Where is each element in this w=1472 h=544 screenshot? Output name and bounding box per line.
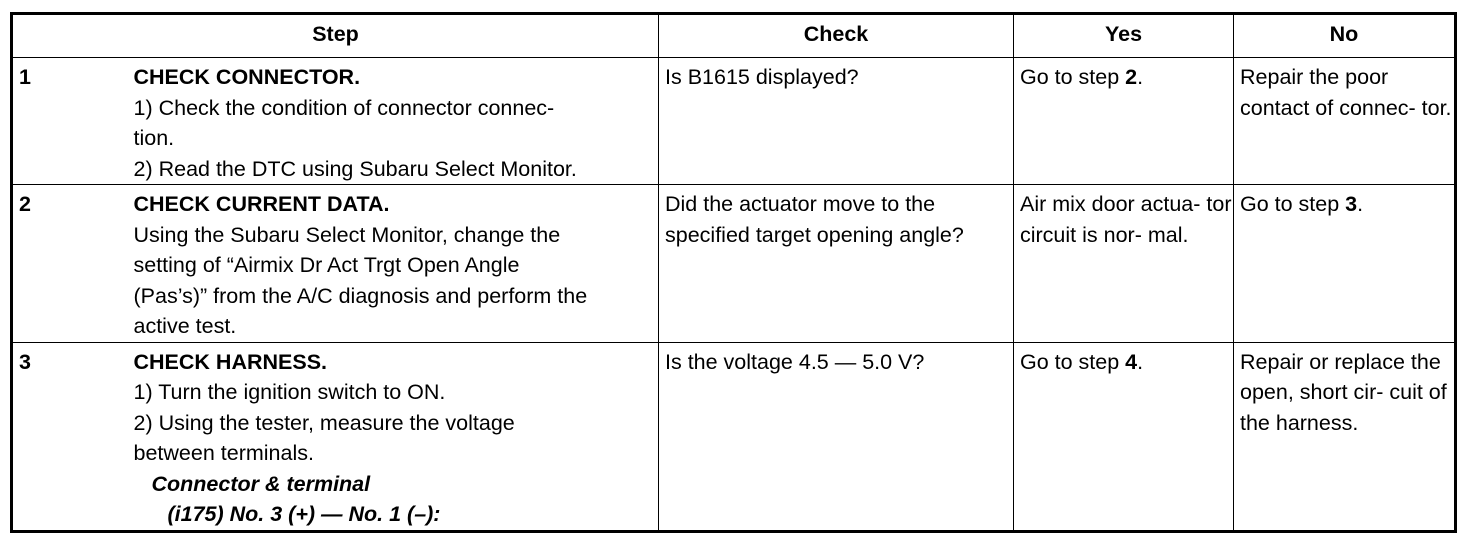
header-step: Step — [11, 13, 659, 58]
step-line: setting of “Airmix Dr Act Trgt Open Angl… — [133, 253, 520, 277]
yes-step-ref: 4 — [1125, 349, 1138, 374]
step-number: 2 — [11, 184, 134, 343]
header-check: Check — [658, 13, 1014, 58]
header-row: Step Check Yes No — [11, 13, 1456, 58]
connector-terminal-label: Connector & terminal — [151, 471, 371, 496]
no-suffix: . — [1357, 192, 1364, 216]
no-cell: Repair the poor contact of connec- tor. — [1233, 57, 1456, 185]
step-number: 3 — [11, 341, 134, 532]
yes-cell: Go to step 2. — [1013, 57, 1234, 185]
no-cell: Repair or replace the open, short cir- c… — [1233, 341, 1456, 532]
step-title: CHECK CONNECTOR. — [133, 65, 361, 89]
yes-suffix: . — [1137, 349, 1144, 374]
no-prefix: Go to step — [1240, 192, 1346, 216]
yes-cell: Go to step 4. — [1013, 341, 1234, 532]
step-line: between terminals. — [133, 441, 314, 465]
step-line: 1) Check the condition of connector conn… — [133, 95, 555, 120]
step-cell: CHECK HARNESS. 1) Turn the ignition swit… — [133, 341, 659, 532]
table-row: 2 CHECK CURRENT DATA. Using the Subaru S… — [11, 184, 1456, 343]
yes-step-ref: 2 — [1125, 65, 1138, 89]
header-no: No — [1233, 13, 1456, 58]
header-yes: Yes — [1013, 13, 1234, 58]
no-cell: Go to step 3. — [1233, 184, 1456, 343]
no-step-ref: 3 — [1345, 192, 1358, 216]
yes-prefix: Go to step — [1020, 349, 1126, 374]
step-cell: CHECK CURRENT DATA. Using the Subaru Sel… — [133, 184, 659, 343]
step-line: 2) Using the tester, measure the voltage — [133, 410, 515, 435]
step-cell: CHECK CONNECTOR. 1) Check the condition … — [133, 57, 659, 185]
step-line: Using the Subaru Select Monitor, change … — [133, 222, 561, 247]
step-line: active test. — [133, 314, 237, 338]
check-cell: Did the actuator move to the specified t… — [658, 184, 1014, 343]
diagnostic-table: Step Check Yes No 1 CHECK CONNECTOR. 1) … — [10, 12, 1457, 533]
step-title: CHECK HARNESS. — [133, 349, 328, 374]
connector-terminal-value: (i175) No. 3 (+) — No. 1 (–): — [167, 502, 441, 526]
step-line: (Pas’s)” from the A/C diagnosis and perf… — [133, 283, 588, 308]
step-line: tion. — [133, 126, 175, 150]
step-line: 2) Read the DTC using Subaru Select Moni… — [133, 156, 577, 181]
table-row: 3 CHECK HARNESS. 1) Turn the ignition sw… — [11, 341, 1456, 532]
step-number: 1 — [11, 57, 134, 185]
yes-cell: Air mix door actua- tor circuit is nor- … — [1013, 184, 1234, 343]
check-cell: Is B1615 displayed? — [658, 57, 1014, 185]
step-line: 1) Turn the ignition switch to ON. — [133, 380, 446, 404]
table-row: 1 CHECK CONNECTOR. 1) Check the conditio… — [11, 57, 1456, 185]
step-title: CHECK CURRENT DATA. — [133, 192, 390, 216]
yes-prefix: Go to step — [1020, 65, 1126, 89]
check-cell: Is the voltage 4.5 — 5.0 V? — [658, 341, 1014, 532]
yes-suffix: . — [1137, 65, 1144, 89]
